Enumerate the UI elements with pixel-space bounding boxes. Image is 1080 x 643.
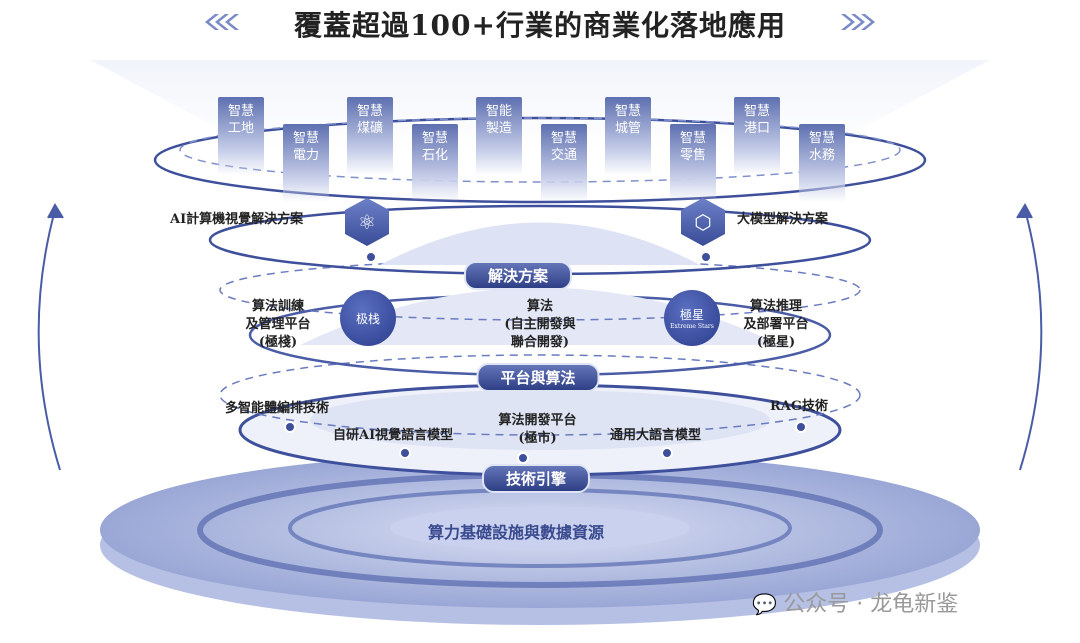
industry-card: 智慧水務: [799, 124, 845, 202]
algorithm-label: 算法 (自主開發與聯合開發): [480, 298, 600, 352]
logo-subtext: Extreme Stars: [670, 323, 714, 330]
text-line: 聯合開發): [510, 335, 570, 350]
layer-label-tech: 技術引擎: [481, 464, 591, 493]
text-line: (極棧): [258, 335, 298, 350]
cv-solution-label: AI計算機視覺解決方案: [170, 212, 304, 227]
llm-label: 通用大語言模型: [610, 428, 702, 443]
llm-solution-label: 大模型解決方案: [737, 212, 829, 227]
industry-card: 智慧煤礦: [347, 97, 393, 175]
training-platform-label: 算法訓練及管理平台 (極棧): [228, 298, 328, 352]
inference-platform-label: 算法推理及部署平台 (極星): [726, 298, 826, 352]
industry-line1: 智慧: [227, 104, 254, 119]
industry-card: 智慧交通: [541, 124, 587, 202]
industry-line1: 智慧: [743, 104, 770, 119]
industry-line2: 煤礦: [356, 121, 383, 136]
multi-agent-label: 多智能體編排技術: [225, 401, 330, 416]
industry-line2: 零售: [679, 148, 706, 163]
watermark: 💬 公众号 · 龙龟新鉴: [752, 586, 958, 618]
industry-line2: 工地: [227, 121, 254, 136]
layer-label-platform: 平台與算法: [476, 363, 600, 392]
industry-line2: 石化: [421, 148, 448, 163]
industry-card: 智慧零售: [670, 124, 716, 202]
watermark-text: 公众号 · 龙龟新鉴: [783, 592, 959, 617]
industry-card: 智慧電力: [283, 124, 329, 202]
text-line: 及部署平台: [743, 317, 809, 332]
industry-line2: 港口: [743, 121, 770, 136]
rag-label: RAG技術: [770, 399, 828, 414]
chevron-left-icon: [205, 14, 239, 30]
industry-line1: 智慧: [292, 131, 319, 146]
industry-line2: 城管: [614, 121, 641, 136]
industry-line2: 交通: [550, 148, 577, 163]
logo-text: 极栈: [355, 311, 380, 326]
text-line: (極市): [518, 431, 557, 446]
cycle-arrow-left: [37, 202, 64, 471]
industry-card: 智慧港口: [734, 97, 780, 175]
industry-line2: 水務: [808, 148, 835, 163]
industry-card: 智慧工地: [218, 97, 264, 175]
industry-line1: 智慧: [550, 131, 577, 146]
layer-label-solutions: 解決方案: [463, 261, 573, 290]
text-line: 算法推理: [749, 299, 802, 314]
industry-card: 智能製造: [476, 97, 522, 175]
chevron-right-icon: [841, 14, 875, 30]
industry-line1: 智慧: [356, 104, 383, 119]
logo-text: 極星: [679, 308, 704, 322]
text-line: (極星): [756, 335, 796, 350]
cycle-arrow-right: [1016, 202, 1043, 471]
wechat-icon: 💬: [752, 592, 784, 616]
industry-line1: 智慧: [679, 131, 706, 146]
industry-line1: 智慧: [614, 104, 641, 119]
industry-line2: 電力: [292, 148, 319, 163]
page-title: 覆蓋超過100+行業的商業化落地應用: [294, 9, 786, 42]
dev-platform-label: 算法開發平台 (極市): [480, 412, 595, 448]
text-line: 算法開發平台: [498, 413, 577, 428]
text-line: 算法: [526, 299, 553, 314]
text-line: (自主開發與: [504, 317, 576, 332]
industry-line1: 智慧: [808, 131, 835, 146]
atom-icon: ⚛: [345, 198, 389, 246]
industry-line2: 製造: [485, 121, 512, 136]
text-line: 算法訓練: [251, 299, 304, 314]
jizhan-logo: 极栈: [340, 290, 396, 346]
industry-card: 智慧城管: [605, 97, 651, 175]
base-layer-label: 算力基礎設施與數據資源: [428, 523, 605, 542]
industry-line1: 智慧: [421, 131, 448, 146]
vlm-label: 自研AI視覺語言模型: [333, 428, 454, 443]
industry-line1: 智能: [485, 104, 512, 119]
text-line: 及管理平台: [245, 317, 311, 332]
industry-card: 智慧石化: [412, 124, 458, 202]
